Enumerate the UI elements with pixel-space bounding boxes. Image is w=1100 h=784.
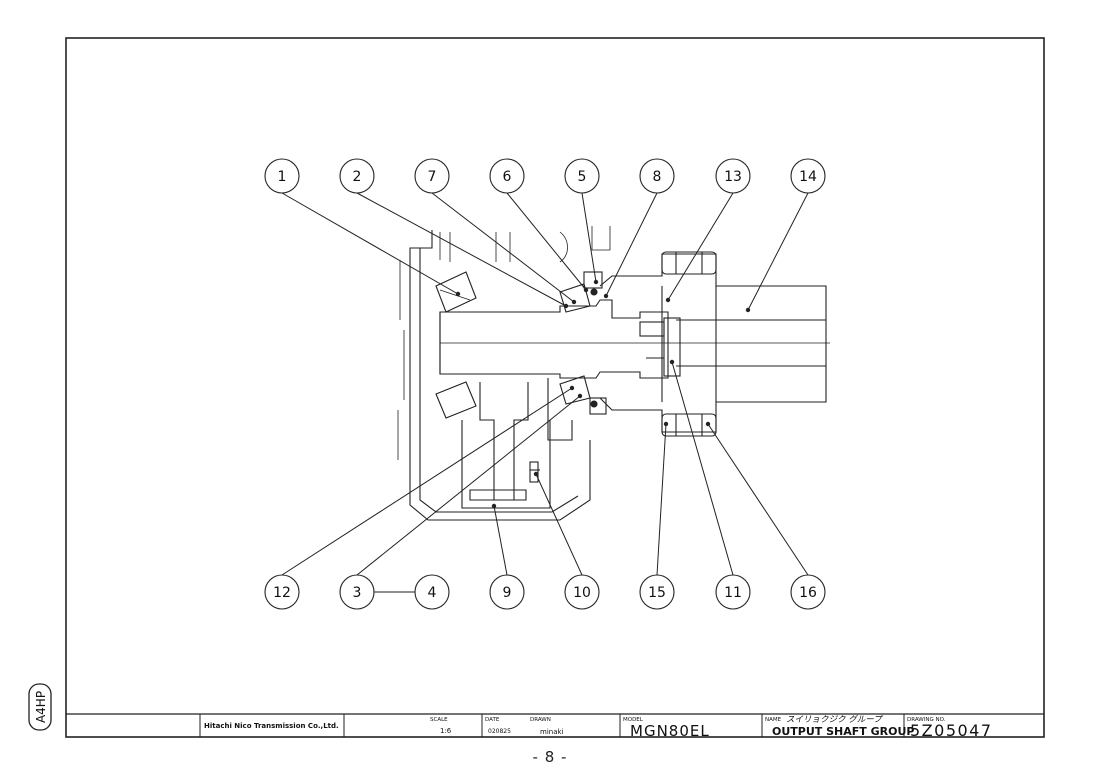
left-bearing-top: [435, 271, 477, 313]
balloon-2-label: 2: [353, 169, 362, 185]
left-bearing-bottom: [435, 381, 477, 419]
drawn-value: minaki: [540, 728, 564, 736]
company-name: Hitachi Nico Transmission Co.,Ltd.: [204, 722, 339, 730]
flange-bolt-bottom: [661, 413, 717, 437]
title-block: [199, 714, 905, 737]
balloon-1-label: 1: [278, 169, 287, 185]
flange-bolt-top: [661, 251, 717, 275]
balloon-15-label: 15: [648, 585, 666, 601]
date-label: DATE: [485, 717, 500, 723]
balloon-8-label: 8: [653, 169, 662, 185]
balloon-10-label: 10: [573, 585, 591, 601]
sheet-size-text: A4HP: [34, 691, 48, 723]
coupling-flange: [599, 253, 827, 433]
leader-lines: [281, 192, 809, 593]
balloon-13-label: 13: [724, 169, 742, 185]
scale-value: 1:6: [440, 727, 452, 735]
balloon-6-label: 6: [503, 169, 512, 185]
balloon-3-label: 3: [353, 585, 362, 601]
balloon-14-label: 14: [799, 169, 817, 185]
drawing-title: OUTPUT SHAFT GROUP: [772, 725, 914, 738]
model-value: MGN80EL: [630, 722, 710, 740]
drawn-label: DRAWN: [530, 717, 551, 723]
drawing-no-value: 5Z05047: [910, 721, 993, 740]
scale-label: SCALE: [430, 717, 448, 723]
balloon-9-label: 9: [503, 585, 512, 601]
balloon-11-label: 11: [724, 585, 742, 601]
leader-dots: [455, 279, 751, 509]
model-label: MODEL: [623, 717, 644, 723]
name-japanese: スイリョクジク グループ: [786, 714, 884, 725]
balloon-16-label: 16: [799, 585, 817, 601]
end-plate: [663, 317, 681, 377]
sheet-size-tag: A4HP: [28, 683, 52, 731]
output-shaft-assembly: [397, 226, 830, 521]
page-number: - 8 -: [532, 748, 568, 766]
name-label: NAME: [765, 717, 782, 723]
drawing-frame: [65, 37, 1045, 738]
balloon-12-label: 12: [273, 585, 291, 601]
balloon-5-label: 5: [578, 169, 587, 185]
balloon-4-label: 4: [428, 585, 437, 601]
balloon-group-top: [264, 158, 826, 194]
balloon-group-bottom: [264, 574, 826, 610]
balloon-7-label: 7: [428, 169, 437, 185]
date-value: 020825: [488, 728, 511, 735]
output-shaft: [439, 299, 669, 379]
drawing-no-label: DRAWING NO.: [907, 717, 946, 723]
